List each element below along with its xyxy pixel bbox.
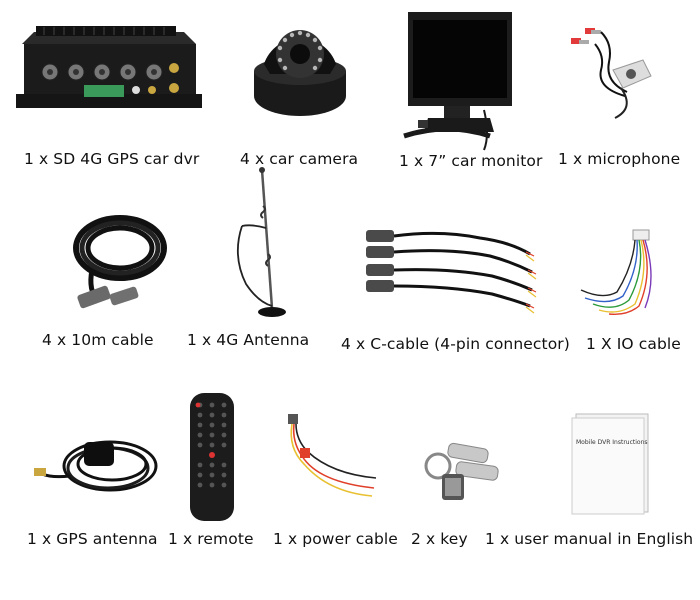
item-label: 1 x 7” car monitor — [399, 152, 543, 170]
camera-image — [254, 30, 346, 116]
remote-image — [190, 393, 234, 521]
gps-antenna-image — [34, 440, 158, 492]
item-label: 1 x SD 4G GPS car dvr — [24, 150, 200, 168]
key-image — [424, 442, 499, 500]
item-label: 1 x user manual in English — [485, 530, 694, 548]
item-label: 1 X IO cable — [586, 335, 681, 353]
microphone-image — [571, 28, 652, 119]
item-label: 4 x C-cable (4-pin connector) — [341, 335, 570, 353]
item-label: 1 x 4G Antenna — [187, 331, 310, 349]
item-label: 4 x 10m cable — [42, 331, 154, 349]
io-cable-image — [580, 229, 652, 316]
item-label: 1 x power cable — [273, 530, 398, 548]
item-label: 2 x key — [411, 530, 468, 548]
item-label: 1 x microphone — [558, 150, 681, 168]
antenna-image — [236, 167, 286, 317]
power-cable-image — [288, 414, 377, 497]
cable-coil-image — [73, 215, 167, 309]
dvr-image — [16, 26, 202, 108]
item-label: 4 x car camera — [240, 150, 359, 168]
monitor-image — [403, 12, 512, 151]
item-label: 1 x remote — [168, 530, 254, 548]
manual-image: Mobile DVR Instructions — [571, 413, 649, 515]
c-cable-image — [366, 230, 537, 314]
item-label: 1 x GPS antenna — [27, 530, 158, 548]
manual-cover-text: Mobile DVR Instructions — [576, 439, 648, 446]
